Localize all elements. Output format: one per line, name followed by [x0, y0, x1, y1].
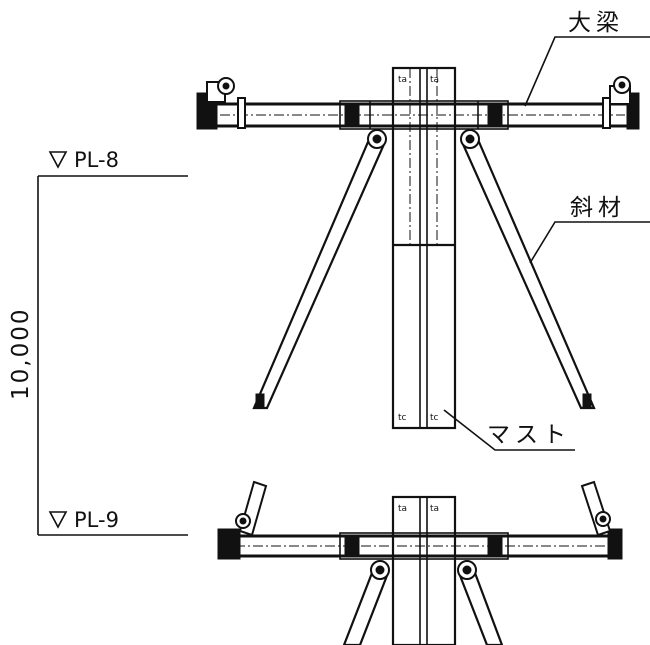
- girder-lower: [217, 480, 623, 560]
- level-triangle-icon: [48, 511, 68, 529]
- leader-girder: [524, 36, 650, 107]
- svg-text:ta: ta: [430, 504, 439, 514]
- svg-text:tc: tc: [430, 413, 439, 423]
- label-mast: マスト: [487, 422, 571, 448]
- dimension-value: 10,000: [8, 308, 34, 400]
- brace-lower-right: [457, 560, 504, 645]
- svg-text:ta: ta: [430, 75, 439, 85]
- girder-upper: [196, 76, 640, 130]
- brace-upper-right: [460, 129, 596, 410]
- svg-text:tc: tc: [398, 413, 407, 423]
- level-marker-upper: PL-8: [38, 148, 188, 177]
- brace-upper-left: [252, 129, 387, 410]
- leader-mast: [443, 409, 575, 451]
- level-marker-lower: PL-9: [38, 508, 188, 536]
- brace-lower-left: [342, 560, 390, 645]
- level-label-lower: PL-9: [74, 508, 119, 532]
- mast-lower: ta ta: [391, 495, 457, 645]
- label-brace: 斜材: [570, 195, 626, 221]
- leader-brace: [529, 221, 650, 264]
- mast-upper: ta ta tc tc: [391, 66, 457, 430]
- label-girder: 大梁: [568, 10, 624, 36]
- svg-text:ta: ta: [398, 75, 407, 85]
- level-triangle-icon: [48, 151, 68, 169]
- level-label-upper: PL-8: [74, 148, 119, 172]
- svg-text:ta: ta: [398, 504, 407, 514]
